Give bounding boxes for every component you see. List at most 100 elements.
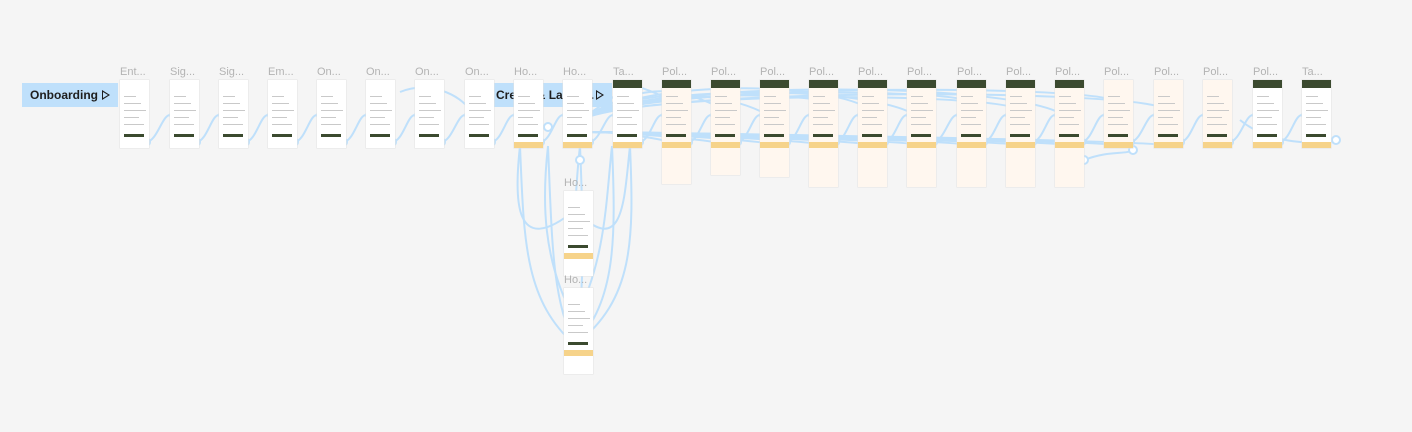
screen-frame[interactable]: [809, 80, 838, 187]
text-placeholder: [1207, 124, 1227, 125]
play-icon[interactable]: [596, 90, 604, 100]
frame-button: [419, 134, 439, 137]
connector-line: [932, 114, 958, 143]
frame-label[interactable]: Em...: [268, 66, 294, 78]
text-placeholder: [666, 96, 678, 97]
text-placeholder: [1010, 110, 1032, 111]
frame-label[interactable]: Pol...: [858, 66, 884, 78]
screen-frame[interactable]: [1055, 80, 1084, 187]
frame-header: [809, 80, 838, 88]
screen-frame[interactable]: [662, 80, 691, 184]
frame-button: [567, 134, 587, 137]
frame-button: [568, 245, 588, 248]
screen-frame[interactable]: [957, 80, 986, 187]
text-placeholder: [223, 117, 238, 118]
frame-label[interactable]: Ho...: [564, 274, 588, 286]
text-placeholder: [1108, 103, 1125, 104]
frame-header: [760, 80, 789, 88]
screen-frame[interactable]: [1006, 80, 1035, 187]
screen-frame[interactable]: [366, 80, 395, 148]
frame-label[interactable]: Ho...: [563, 66, 587, 78]
flow-badge-onboarding[interactable]: Onboarding: [22, 83, 118, 107]
frame-label[interactable]: Ent...: [120, 66, 146, 78]
screen-frame[interactable]: [120, 80, 149, 148]
frame-label[interactable]: Pol...: [760, 66, 786, 78]
screen-frame[interactable]: [907, 80, 936, 187]
frame-label[interactable]: Pol...: [1104, 66, 1130, 78]
bottom-nav: [1104, 142, 1133, 148]
flow-badge-create-launch[interactable]: Create & Launc...: [488, 83, 612, 107]
text-placeholder: [567, 124, 587, 125]
screen-frame[interactable]: [711, 80, 740, 175]
text-placeholder: [518, 110, 540, 111]
frame-label[interactable]: Ho...: [564, 177, 588, 189]
screen-frame[interactable]: [564, 191, 593, 276]
frame-label[interactable]: Pol...: [1154, 66, 1180, 78]
frame-button: [321, 134, 341, 137]
screen-frame[interactable]: [858, 80, 887, 187]
text-placeholder: [617, 124, 637, 125]
screen-frame[interactable]: [219, 80, 248, 148]
text-placeholder: [419, 110, 441, 111]
frame-label[interactable]: Ho...: [514, 66, 538, 78]
bottom-nav: [514, 142, 543, 148]
text-placeholder: [961, 96, 973, 97]
frame-label[interactable]: Pol...: [1006, 66, 1032, 78]
text-placeholder: [715, 124, 735, 125]
play-icon[interactable]: [102, 90, 110, 100]
bottom-nav: [858, 142, 887, 148]
frame-label[interactable]: On...: [366, 66, 390, 78]
frame-label[interactable]: Pol...: [957, 66, 983, 78]
connector-line: [244, 114, 269, 143]
text-placeholder: [1059, 110, 1081, 111]
screen-frame[interactable]: [1104, 80, 1133, 148]
screen-frame[interactable]: [564, 288, 593, 374]
screen-frame[interactable]: [514, 80, 543, 148]
frame-label[interactable]: Pol...: [1253, 66, 1279, 78]
text-placeholder: [370, 124, 390, 125]
connector-line: [589, 131, 732, 147]
screen-frame[interactable]: [317, 80, 346, 148]
frame-label[interactable]: On...: [465, 66, 489, 78]
text-placeholder: [1010, 96, 1022, 97]
screen-frame[interactable]: [1302, 80, 1331, 148]
frame-label[interactable]: On...: [415, 66, 439, 78]
text-placeholder: [419, 124, 439, 125]
screen-frame[interactable]: [1154, 80, 1183, 148]
frame-label[interactable]: Sig...: [170, 66, 196, 78]
screen-frame[interactable]: [760, 80, 789, 177]
text-placeholder: [1059, 96, 1071, 97]
text-placeholder: [1108, 110, 1130, 111]
frame-label[interactable]: On...: [317, 66, 341, 78]
text-placeholder: [124, 110, 146, 111]
frame-label[interactable]: Ta...: [613, 66, 634, 78]
frame-label[interactable]: Pol...: [711, 66, 737, 78]
screen-frame[interactable]: [170, 80, 199, 148]
frame-label[interactable]: Pol...: [907, 66, 933, 78]
frame-label[interactable]: Pol...: [809, 66, 835, 78]
screen-frame[interactable]: [415, 80, 444, 148]
screen-frame[interactable]: [1253, 80, 1282, 148]
frame-label[interactable]: Pol...: [1203, 66, 1229, 78]
frame-label[interactable]: Pol...: [1055, 66, 1081, 78]
frame-header: [907, 80, 936, 88]
text-placeholder: [764, 103, 781, 104]
frame-label[interactable]: Pol...: [662, 66, 688, 78]
connector-line: [785, 114, 810, 143]
frame-label[interactable]: Sig...: [219, 66, 245, 78]
frame-header: [711, 80, 740, 88]
screen-frame[interactable]: [563, 80, 592, 148]
text-placeholder: [518, 103, 535, 104]
text-placeholder: [272, 96, 284, 97]
text-placeholder: [862, 117, 877, 118]
screen-frame[interactable]: [268, 80, 297, 148]
screen-frame[interactable]: [613, 80, 642, 148]
frame-label[interactable]: Ta...: [1302, 66, 1323, 78]
text-placeholder: [715, 96, 727, 97]
screen-frame[interactable]: [465, 80, 494, 148]
screen-frame[interactable]: [1203, 80, 1232, 148]
text-placeholder: [568, 311, 585, 312]
bottom-nav: [1154, 142, 1183, 148]
